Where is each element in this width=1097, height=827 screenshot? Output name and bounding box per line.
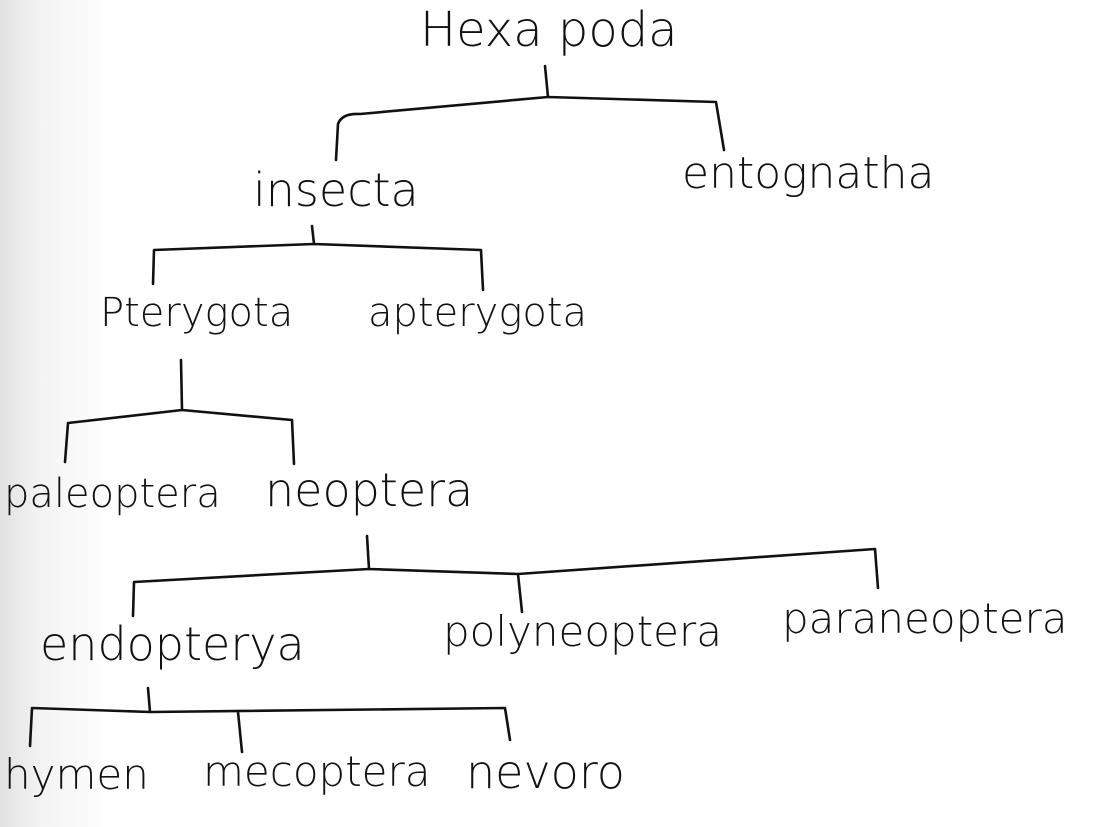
branch-endopterygota — [28, 686, 512, 754]
node-hexapoda: Hexa poda — [420, 2, 678, 58]
node-pterygota: Pterygota — [100, 290, 293, 336]
node-hymenoptera: hymen — [4, 750, 149, 799]
branch-insecta — [151, 224, 485, 292]
node-apterygota: apterygota — [368, 290, 587, 336]
branch-pterygota — [63, 358, 296, 466]
node-neoptera: neoptera — [265, 463, 473, 517]
branch-lines — [28, 64, 880, 754]
node-polyneoptera: polyneoptera — [443, 607, 722, 656]
branch-neoptera — [131, 534, 880, 618]
node-mecoptera: mecoptera — [203, 747, 431, 796]
node-neuroptera: nevoro — [466, 745, 625, 799]
branch-hexapoda — [334, 64, 726, 162]
node-labels: Hexa poda insecta entognatha Pterygota a… — [4, 2, 1068, 799]
node-paleoptera: paleoptera — [4, 471, 221, 517]
node-endopterygota: endopterya — [40, 617, 305, 671]
node-paraneoptera: paraneoptera — [782, 594, 1068, 643]
node-entognatha: entognatha — [682, 148, 934, 199]
node-insecta: insecta — [253, 163, 419, 217]
